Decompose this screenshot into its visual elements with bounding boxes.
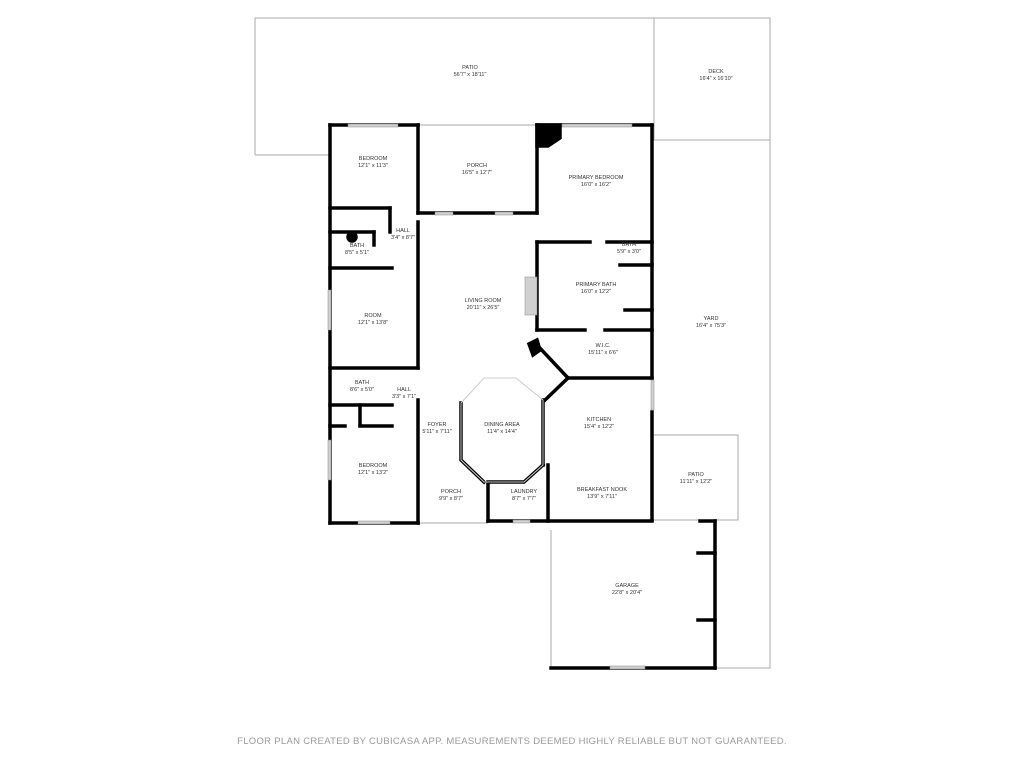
room-name: BATH [354,380,370,386]
room-name: W.I.C. [595,343,611,349]
room-dimensions: 11'4" x 14'4" [487,429,517,435]
room-dimensions: 16'0" x 16'2" [580,182,612,188]
disclaimer-footer: FLOOR PLAN CREATED BY CUBICASA APP. MEAS… [237,736,787,747]
room-dimensions: 5'9" x 3'0" [616,249,642,255]
room-name: DINING AREA [484,422,520,428]
room-name: GARAGE [615,583,639,589]
room-dimensions: 8'6" x 5'0" [349,387,375,393]
room-name: PRIMARY BATH [575,282,617,288]
room-dimensions: 20'11" x 26'5" [466,305,500,311]
walls [328,123,717,670]
dining-octagon [460,377,544,483]
room-name: FOYER [427,422,447,428]
room-dimensions: 15'4" x 12'2" [583,424,615,430]
room-name: PATIO [462,65,478,71]
room-name: PORCH [467,163,487,169]
room-name: PATIO [688,472,704,478]
room-name: BEDROOM [358,156,388,162]
room-name: DECK [708,69,724,75]
room-name: LIVING ROOM [464,298,502,304]
room-name: LAUNDRY [510,489,538,495]
room-dimensions: 13'9" x 7'11" [587,494,617,500]
room-name: KITCHEN [586,417,612,423]
room-label-w-i-c: W.I.C.15'11" x 6'6" [588,343,618,357]
room-dimensions: 9'9" x 8'7" [438,496,464,502]
room-dimensions: 8'5" x 5'1" [344,250,370,256]
room-dimensions: 8'7" x 7'7" [511,496,537,502]
windows [327,123,655,670]
room-dimensions: 16'5" x 12'7" [461,170,493,176]
room-dimensions: 12'1" x 13'8" [357,320,389,326]
room-name: HALL [396,228,410,234]
room-dimensions: 12'1" x 13'2" [357,470,389,476]
room-dimensions: 16'4" x 75'3" [695,323,727,329]
room-name: YARD [703,316,719,322]
room-dimensions: 22'8" x 20'4" [611,590,643,596]
room-name: HALL [397,387,411,393]
room-name: BATH [349,243,365,249]
room-name: BEDROOM [358,463,388,469]
room-name: BREAKFAST NOOK [576,487,628,493]
room-dimensions: 16'0" x 12'2" [580,289,612,295]
room-dimensions: 11'11" x 12'2" [679,479,713,485]
room-dimensions: 12'1" x 11'3" [358,163,388,169]
room-name: BATH [621,242,637,248]
room-dimensions: 56'7" x 18'11" [453,72,487,78]
room-dimensions: 15'11" x 6'6" [588,350,618,356]
room-name: PRIMARY BEDROOM [568,175,624,181]
room-name: PORCH [441,489,461,495]
room-dimensions: 3'3" x 7'1" [391,394,417,400]
outdoor-outlines [254,17,771,669]
room-dimensions: 5'11" x 7'11" [422,429,452,435]
room-dimensions: 3'4" x 8'7" [390,235,416,241]
room-dimensions: 16'4" x 16'10" [699,76,733,82]
room-name: ROOM [364,313,382,319]
